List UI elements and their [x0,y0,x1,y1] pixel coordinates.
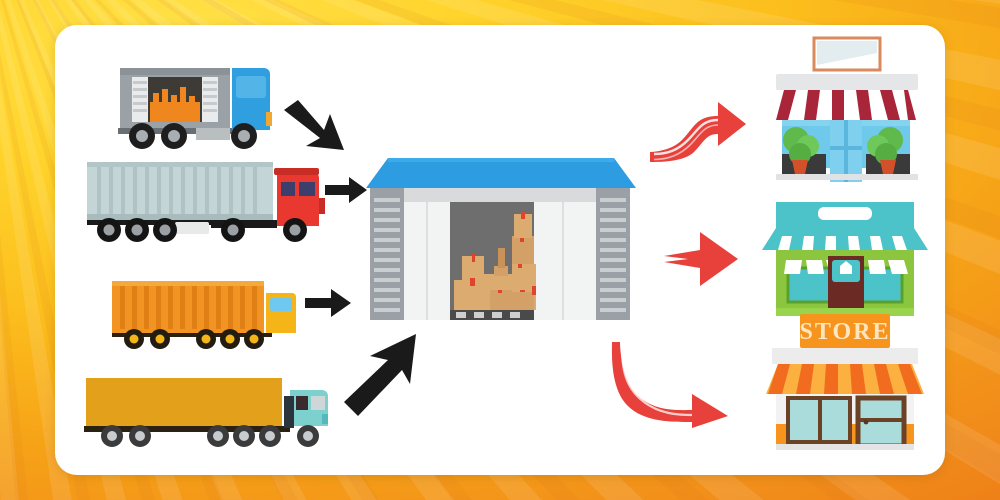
store-red-awning[interactable] [766,36,926,186]
truck-headlight [266,112,272,126]
teal-window-left [296,396,308,410]
warehouse-door-left-seam [426,202,428,320]
store3-window-mullion [818,398,822,442]
orange-chassis [112,333,272,337]
store2-canopy [762,228,928,250]
vehicle-container-truck-orange[interactable] [108,277,300,349]
warehouse-door-right[interactable] [534,202,596,320]
orange-container [112,281,264,333]
semi-cab-front [319,198,325,214]
store2-door-emblem [840,261,852,274]
truck-panel-slats [133,81,217,112]
teal-truck-chassis [84,426,290,432]
warehouse-roof-ridge [388,158,614,162]
store2-sign [818,207,872,220]
orange-wheels [124,329,264,349]
store1-plant-left [783,127,819,174]
store3-door-handle[interactable] [863,419,869,425]
semi-fuel-tank [175,222,209,234]
semi-container-bottom [87,214,273,220]
arrow-red-dart-icon [662,230,740,288]
warehouse-door-right-seam [562,202,564,320]
truck-body-top [120,68,230,75]
store3-fascia [772,348,918,364]
store-orange-sign[interactable]: STORE [762,312,928,452]
semi-window-left [281,182,295,196]
teal-cab-back [284,396,294,428]
store1-roof-band [776,74,918,90]
store2-base [776,308,914,316]
semi-cab-visor [274,168,319,175]
teal-truck-wheels [101,425,319,447]
warehouse-pallet-slots [456,312,520,318]
arrow-red-curve-up-icon [648,94,748,164]
store3-door-rail [858,418,904,422]
orange-cab-window [270,298,292,311]
warehouse-shutter-left [374,198,400,312]
truck-grille [196,128,230,140]
warehouse-cargo-boxes [454,212,536,310]
orange-container-top [112,281,264,286]
store1-door-seam [844,120,848,182]
store1-plant-right [867,127,903,174]
semi-container [87,162,273,220]
warehouse-shutter-right [600,198,626,312]
vehicle-box-truck-blue[interactable] [112,62,272,154]
store1-awning [776,90,916,120]
semi-tractor-frame [211,220,277,228]
arrow-red-curve-down-icon [611,336,732,428]
store3-base [776,444,914,450]
teal-cab-front [322,414,328,424]
orange-container-ribs [120,285,257,329]
truck-window [236,76,266,98]
vehicle-container-semi-red[interactable] [83,158,331,244]
vehicle-box-truck-teal[interactable] [78,370,340,452]
semi-window-right [299,182,315,196]
truck-cargo [150,87,200,122]
truck-wheels [129,123,257,149]
arrow-black-right-2-icon [305,288,351,318]
semi-cab [277,172,319,226]
store1-base [776,174,918,180]
semi-wheels [97,218,307,242]
arrow-black-up-right-icon [344,330,428,420]
store1-door-bar [830,146,862,150]
teal-truck-box [86,378,282,426]
store3-awning [766,364,924,394]
store3-sign-text: STORE [800,319,891,345]
warehouse-building[interactable] [362,152,638,332]
store3-sign-board [800,314,890,348]
arrow-black-down-right-icon [280,100,350,160]
store-green-teal[interactable] [762,198,928,320]
store1-billboard-glint [817,41,877,65]
arrow-black-right-1-icon [325,176,367,204]
semi-container-top [87,162,273,167]
warehouse-roof [366,158,636,188]
semi-container-ribs [97,167,257,215]
teal-window-right [311,396,325,410]
